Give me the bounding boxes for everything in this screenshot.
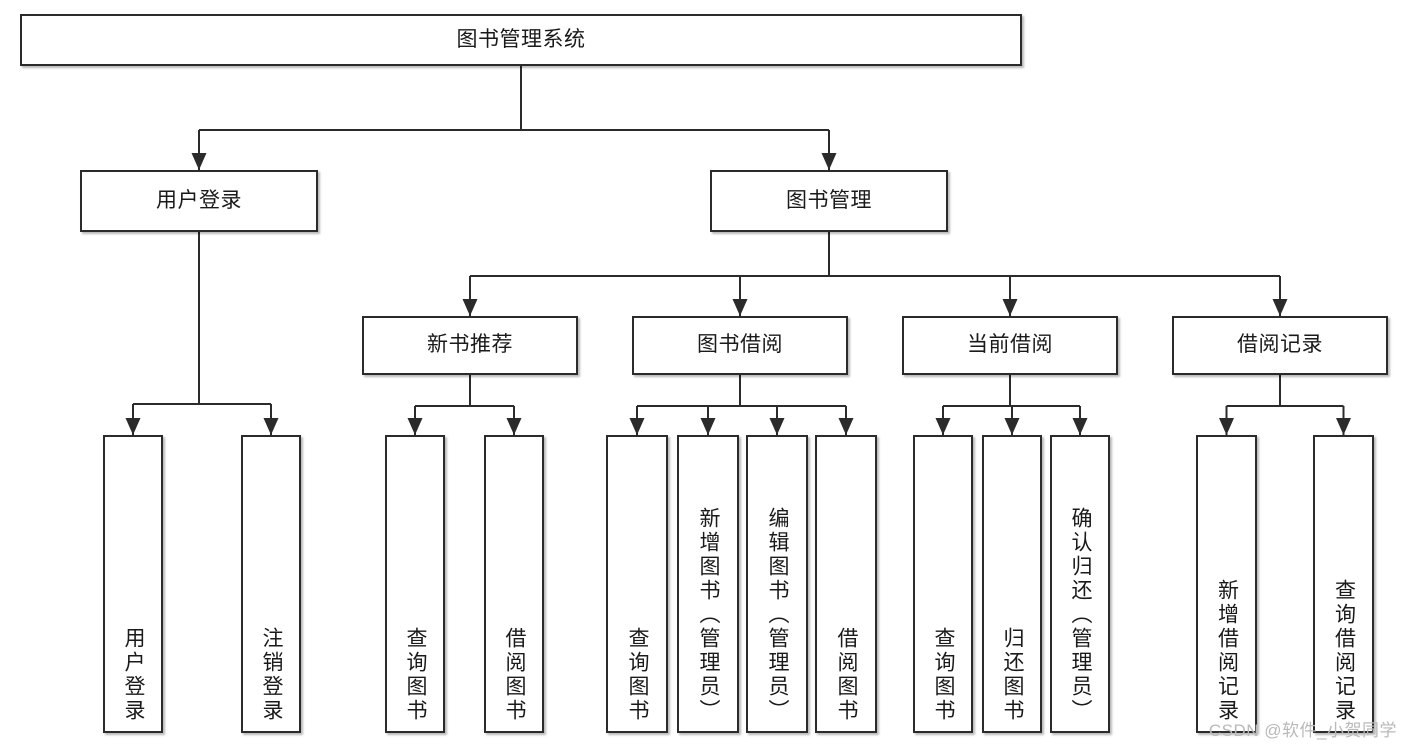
- node-label: 用户登录: [122, 627, 146, 723]
- node-new-book-rec: 新书推荐: [362, 316, 578, 375]
- node-root: 图书管理系统: [20, 14, 1022, 66]
- node-label: 新增图书（管理员）: [697, 507, 721, 723]
- node-label: 编辑图书（管理员）: [766, 507, 790, 723]
- node-label: 当前借阅: [967, 333, 1053, 357]
- node-leaf-confirm-return: 确认归还（管理员）: [1050, 435, 1110, 733]
- node-user-login: 用户登录: [80, 170, 318, 232]
- node-label: 新书推荐: [427, 333, 513, 357]
- node-book-manage: 图书管理: [710, 170, 948, 232]
- node-leaf-add-book: 新增图书（管理员）: [677, 435, 739, 733]
- node-leaf-logout: 注销登录: [241, 435, 301, 733]
- watermark: CSDN @软件_小贺同学: [1208, 721, 1397, 740]
- node-label: 图书借阅: [697, 333, 783, 357]
- node-label: 查询图书: [932, 627, 956, 723]
- node-label: 确认归还（管理员）: [1069, 507, 1093, 723]
- node-label: 图书管理系统: [456, 27, 586, 51]
- node-leaf-query-book-2: 查询图书: [606, 435, 668, 733]
- node-leaf-edit-book: 编辑图书（管理员）: [746, 435, 808, 733]
- node-label: 注销登录: [260, 627, 284, 723]
- node-leaf-query-book-3: 查询图书: [913, 435, 973, 733]
- node-leaf-borrow-book-1: 借阅图书: [484, 435, 544, 733]
- node-label: 用户登录: [156, 188, 242, 212]
- node-label: 图书管理: [786, 188, 872, 212]
- node-label: 查询图书: [626, 627, 650, 723]
- node-leaf-borrow-book-2: 借阅图书: [815, 435, 877, 733]
- node-leaf-return-book: 归还图书: [982, 435, 1042, 733]
- node-label: 查询图书: [404, 627, 428, 723]
- node-label: 归还图书: [1001, 627, 1025, 723]
- node-book-borrow: 图书借阅: [632, 316, 848, 375]
- node-label: 查询借阅记录: [1332, 579, 1356, 723]
- node-label: 借阅记录: [1237, 333, 1323, 357]
- node-label: 借阅图书: [503, 627, 527, 723]
- node-label: 借阅图书: [835, 627, 859, 723]
- node-leaf-add-record: 新增借阅记录: [1196, 435, 1257, 733]
- node-leaf-user-login: 用户登录: [103, 435, 163, 733]
- node-leaf-query-book-1: 查询图书: [385, 435, 445, 733]
- node-leaf-query-record: 查询借阅记录: [1313, 435, 1374, 733]
- node-current-borrow: 当前借阅: [902, 316, 1118, 375]
- node-label: 新增借阅记录: [1215, 579, 1239, 723]
- node-borrow-record: 借阅记录: [1172, 316, 1388, 375]
